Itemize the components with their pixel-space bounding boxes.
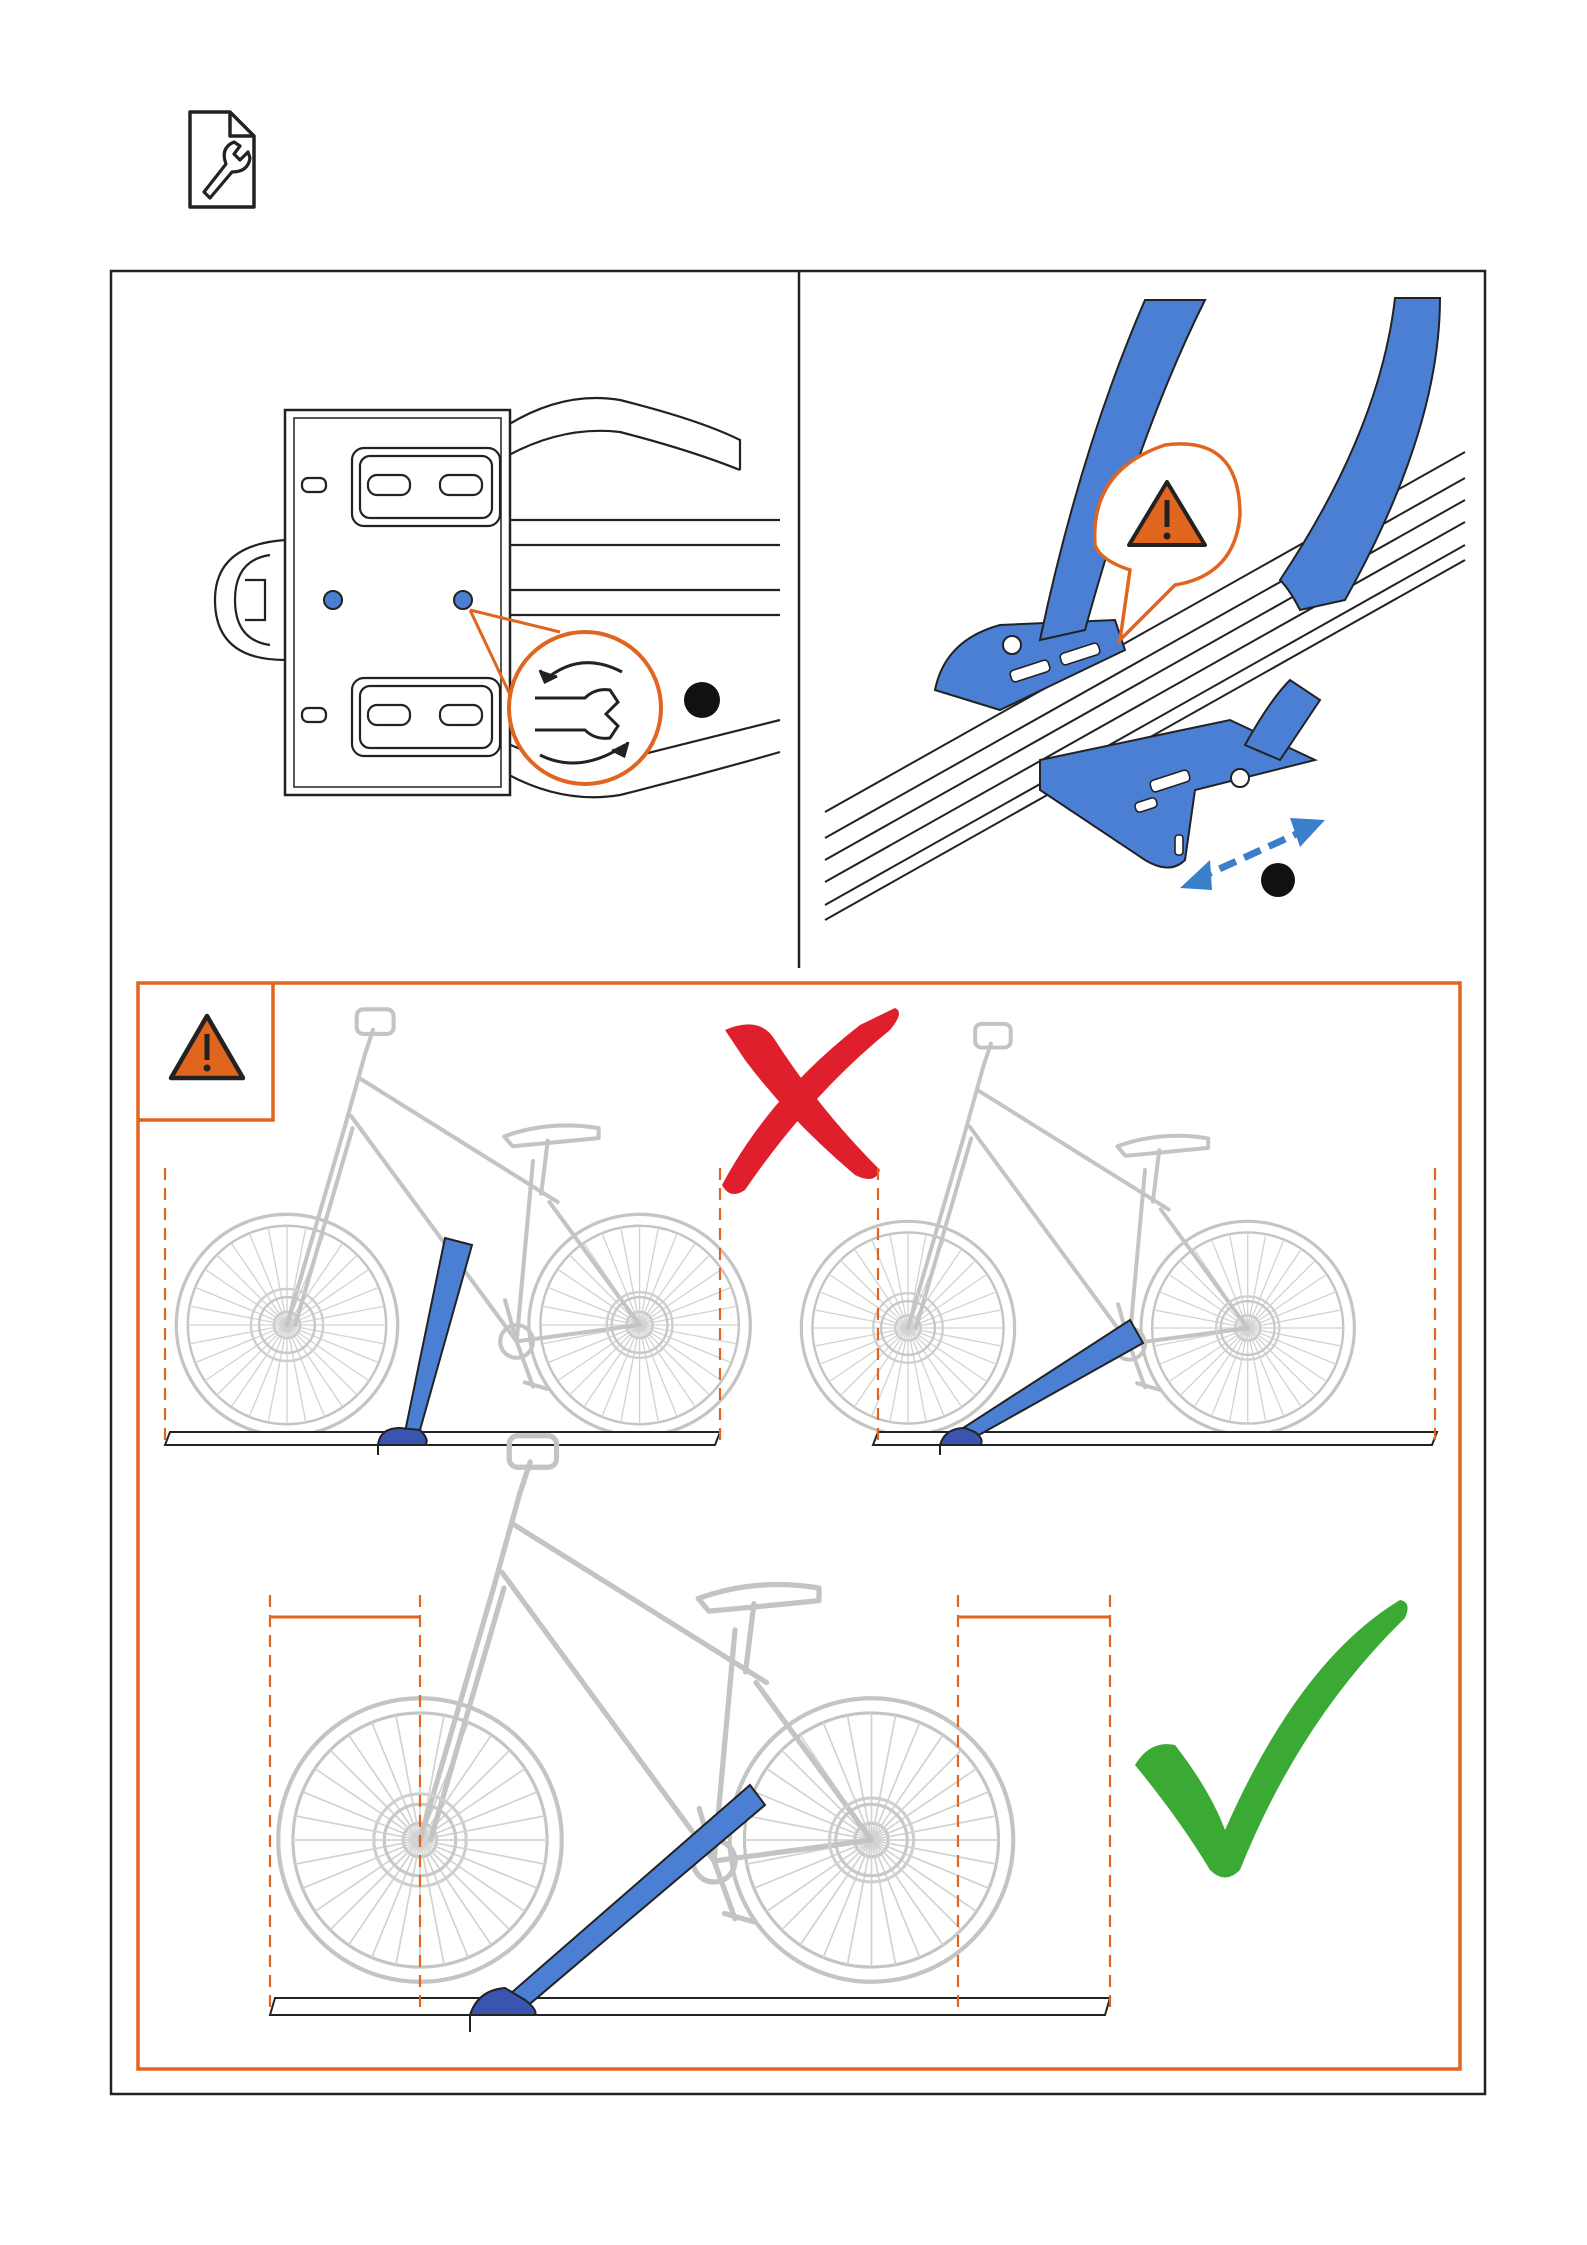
slide-arrow-icon <box>1180 818 1325 890</box>
tool-document-icon <box>190 112 254 207</box>
positioning-warning-panel <box>138 983 1460 2069</box>
step-dot-icon <box>1261 863 1295 897</box>
correct-check-icon <box>1135 1600 1408 1878</box>
warning-icon <box>171 1016 243 1078</box>
step-dot-icon <box>684 682 720 718</box>
bike-correct <box>270 1436 1110 2032</box>
slide-adjust-panel <box>825 298 1465 920</box>
wrong-cross-icon <box>722 1008 899 1194</box>
bike-wrong-left <box>165 1009 750 1455</box>
bike-wrong-right <box>801 1024 1437 1455</box>
screw-adjust-panel <box>215 398 780 797</box>
